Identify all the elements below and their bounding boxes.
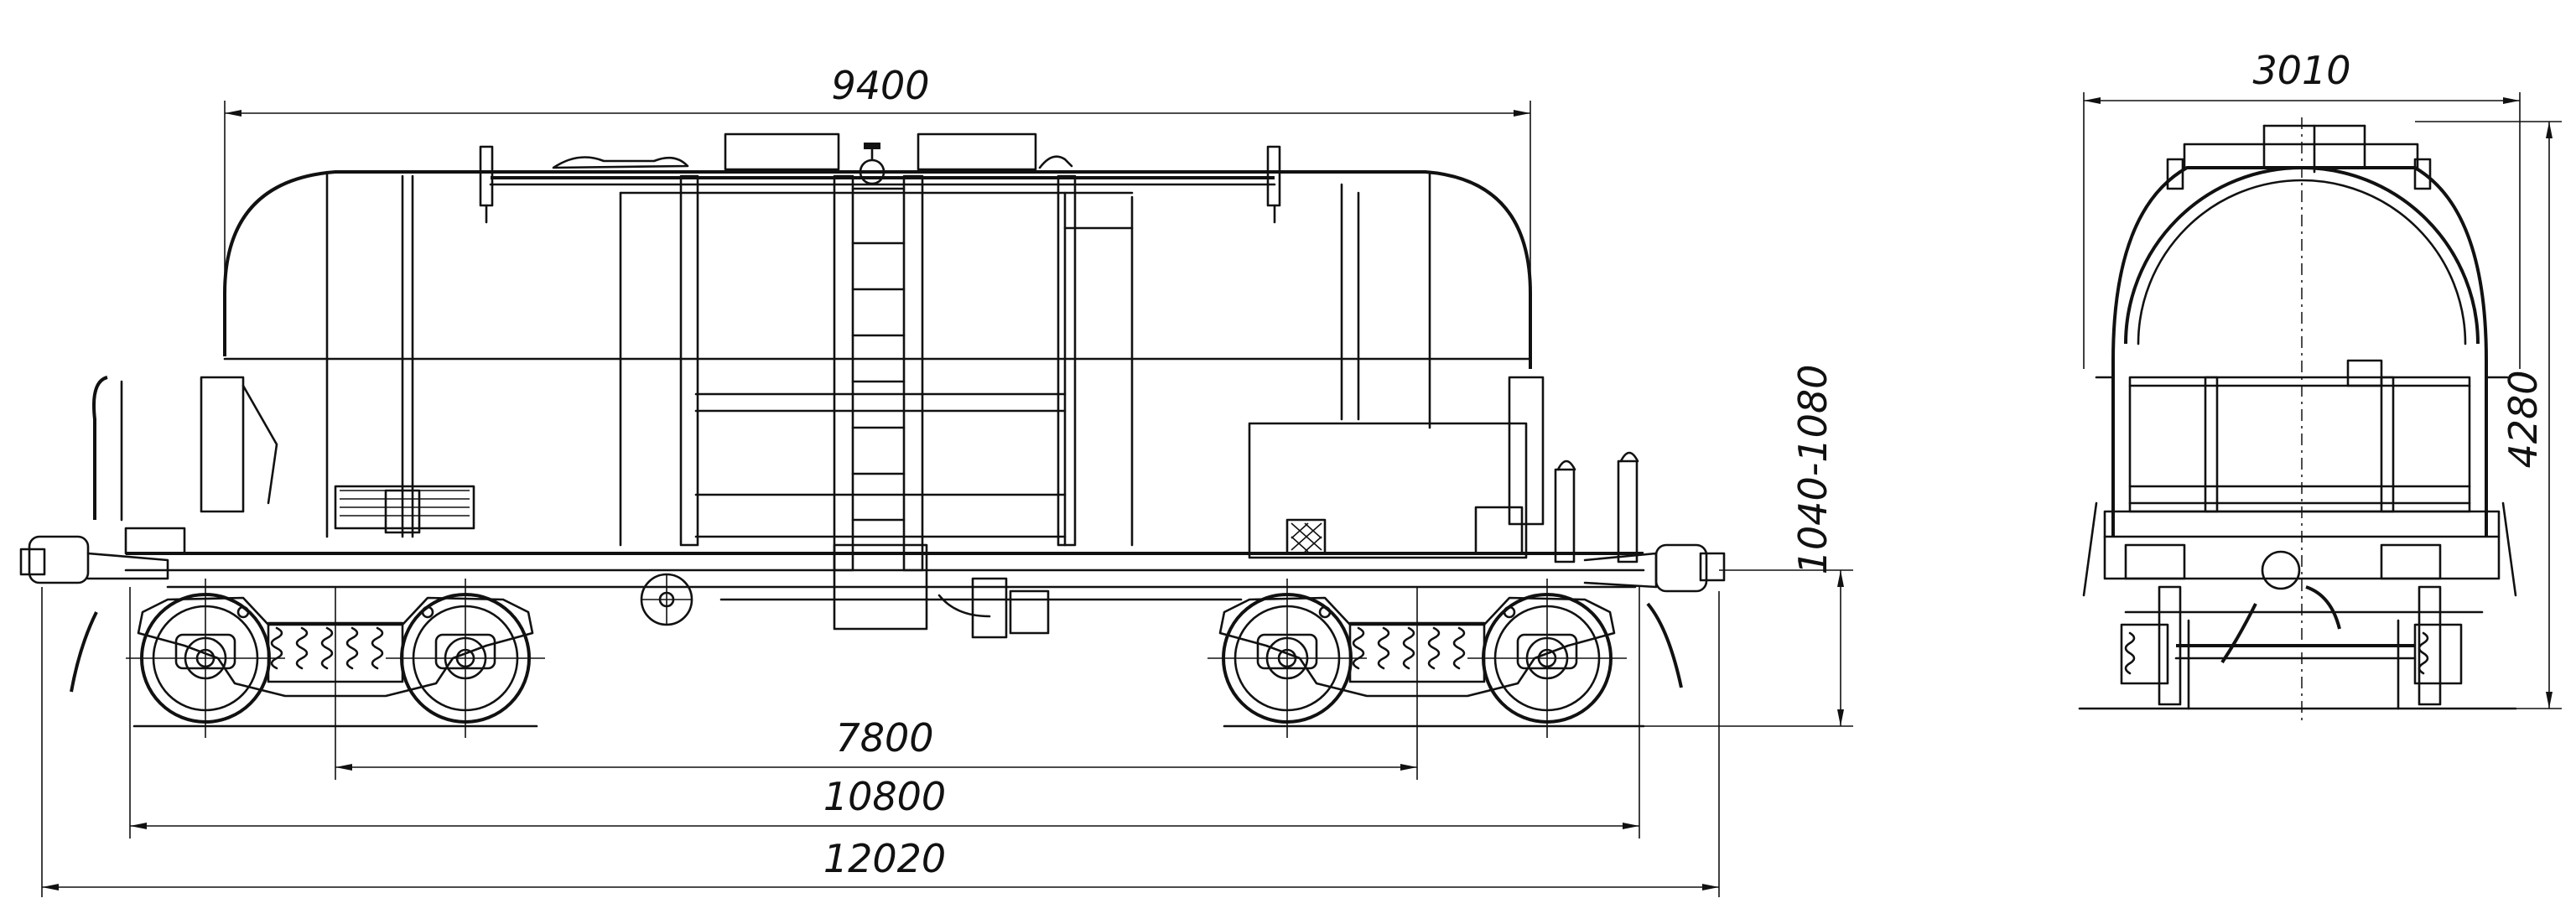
right-coupler bbox=[1583, 543, 1726, 688]
dim-width: 3010 bbox=[2252, 48, 2350, 93]
ladder bbox=[851, 187, 906, 522]
top-platform bbox=[479, 132, 1281, 224]
dim-height: 4280 bbox=[2501, 370, 2546, 468]
end-view bbox=[2078, 117, 2517, 721]
brake-box bbox=[1248, 422, 1528, 559]
dim-length-coupler-axes: 10800 bbox=[823, 774, 946, 819]
side-dimensions: 9400 7800 10800 12020 1040-1080 bbox=[41, 63, 1853, 897]
underframe bbox=[124, 543, 1645, 639]
dim-coupler-height: 1040-1080 bbox=[1790, 365, 1836, 575]
end-platform bbox=[2082, 359, 2517, 597]
end-dimensions: 3010 4280 bbox=[2083, 48, 2562, 709]
side-view bbox=[19, 132, 1726, 738]
tank-shell bbox=[223, 170, 1532, 547]
dim-bogie-centers: 7800 bbox=[835, 715, 933, 761]
tank-bands bbox=[679, 174, 1077, 572]
right-end-structure bbox=[1508, 376, 1639, 563]
left-end-structure bbox=[92, 376, 475, 555]
dim-length-couplers: 12020 bbox=[823, 836, 946, 881]
dim-tank-length: 9400 bbox=[831, 63, 929, 108]
end-bogie bbox=[2078, 585, 2517, 710]
left-coupler bbox=[19, 535, 169, 693]
